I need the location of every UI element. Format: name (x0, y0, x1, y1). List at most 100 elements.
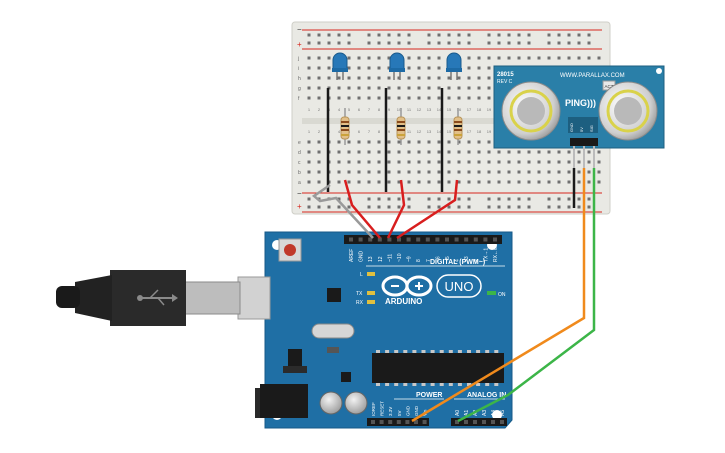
digital-pin-socket[interactable] (435, 237, 440, 242)
breadboard-hole[interactable] (447, 170, 451, 174)
breadboard-hole[interactable] (587, 56, 591, 60)
breadboard-hole[interactable] (477, 180, 481, 184)
breadboard-hole[interactable] (397, 160, 401, 164)
breadboard-hole[interactable] (557, 160, 561, 164)
rail-hole[interactable] (467, 41, 471, 45)
digital-pin-socket[interactable] (377, 237, 382, 242)
breadboard-hole[interactable] (587, 170, 591, 174)
rail-hole[interactable] (517, 41, 521, 45)
breadboard-hole[interactable] (487, 180, 491, 184)
breadboard-hole[interactable] (357, 76, 361, 80)
analog-pin-socket[interactable] (482, 420, 486, 424)
rail-hole[interactable] (447, 33, 451, 37)
usb-port[interactable] (237, 276, 271, 320)
rail-hole[interactable] (377, 197, 381, 201)
breadboard-hole[interactable] (427, 180, 431, 184)
rail-hole[interactable] (567, 41, 571, 45)
rail-hole[interactable] (547, 41, 551, 45)
rail-hole[interactable] (407, 41, 411, 45)
rail-hole[interactable] (367, 41, 371, 45)
rail-hole[interactable] (587, 41, 591, 45)
breadboard-hole[interactable] (447, 96, 451, 100)
rail-hole[interactable] (347, 205, 351, 209)
breadboard-hole[interactable] (347, 56, 351, 60)
breadboard-hole[interactable] (517, 180, 521, 184)
breadboard-hole[interactable] (397, 76, 401, 80)
breadboard-hole[interactable] (337, 140, 341, 144)
rail-hole[interactable] (487, 205, 491, 209)
rail-hole[interactable] (307, 41, 311, 45)
rail-hole[interactable] (527, 33, 531, 37)
rail-hole[interactable] (497, 197, 501, 201)
breadboard-hole[interactable] (357, 56, 361, 60)
breadboard-hole[interactable] (367, 160, 371, 164)
breadboard-hole[interactable] (347, 96, 351, 100)
power-pin-socket[interactable] (396, 420, 401, 424)
rail-hole[interactable] (337, 33, 341, 37)
breadboard-hole[interactable] (337, 86, 341, 90)
power-pin-socket[interactable] (379, 420, 384, 424)
breadboard-hole[interactable] (387, 180, 391, 184)
breadboard-hole[interactable] (327, 76, 331, 80)
digital-pin-socket[interactable] (493, 237, 497, 242)
rail-hole[interactable] (447, 205, 451, 209)
breadboard-hole[interactable] (397, 150, 401, 154)
analog-pin-socket[interactable] (500, 420, 504, 424)
power-jack[interactable] (260, 384, 308, 418)
breadboard-hole[interactable] (367, 170, 371, 174)
breadboard-hole[interactable] (437, 150, 441, 154)
breadboard-hole[interactable] (357, 140, 361, 144)
breadboard-hole[interactable] (527, 150, 531, 154)
breadboard-hole[interactable] (347, 86, 351, 90)
rail-hole[interactable] (407, 205, 411, 209)
rail-hole[interactable] (557, 33, 561, 37)
breadboard-hole[interactable] (377, 150, 381, 154)
rail-hole[interactable] (467, 197, 471, 201)
breadboard-hole[interactable] (577, 150, 581, 154)
digital-pin-socket[interactable] (473, 237, 478, 242)
breadboard-hole[interactable] (507, 56, 511, 60)
breadboard-hole[interactable] (477, 96, 481, 100)
breadboard-hole[interactable] (447, 150, 451, 154)
breadboard-hole[interactable] (467, 150, 471, 154)
rail-hole[interactable] (487, 197, 491, 201)
breadboard-hole[interactable] (547, 160, 551, 164)
rail-hole[interactable] (547, 205, 551, 209)
breadboard-hole[interactable] (317, 96, 321, 100)
breadboard-hole[interactable] (587, 150, 591, 154)
breadboard-hole[interactable] (467, 56, 471, 60)
breadboard-hole[interactable] (517, 160, 521, 164)
breadboard-hole[interactable] (447, 140, 451, 144)
breadboard-hole[interactable] (567, 170, 571, 174)
rail-hole[interactable] (447, 197, 451, 201)
rail-hole[interactable] (377, 41, 381, 45)
breadboard-hole[interactable] (407, 160, 411, 164)
breadboard-hole[interactable] (407, 170, 411, 174)
breadboard-hole[interactable] (487, 66, 491, 70)
breadboard-hole[interactable] (437, 140, 441, 144)
rail-hole[interactable] (317, 41, 321, 45)
breadboard-hole[interactable] (367, 180, 371, 184)
rail-hole[interactable] (517, 197, 521, 201)
rail-hole[interactable] (387, 197, 391, 201)
breadboard-hole[interactable] (307, 56, 311, 60)
rail-hole[interactable] (577, 197, 581, 201)
breadboard-hole[interactable] (557, 170, 561, 174)
digital-pin-socket[interactable] (387, 237, 392, 242)
breadboard-hole[interactable] (377, 76, 381, 80)
breadboard-hole[interactable] (407, 150, 411, 154)
breadboard-hole[interactable] (437, 170, 441, 174)
rail-hole[interactable] (437, 33, 441, 37)
breadboard-hole[interactable] (327, 66, 331, 70)
breadboard-hole[interactable] (457, 76, 461, 80)
analog-pin-socket[interactable] (491, 420, 495, 424)
rail-hole[interactable] (447, 41, 451, 45)
breadboard-hole[interactable] (417, 66, 421, 70)
rail-hole[interactable] (567, 205, 571, 209)
breadboard-hole[interactable] (337, 160, 341, 164)
breadboard-hole[interactable] (577, 56, 581, 60)
breadboard-hole[interactable] (417, 86, 421, 90)
breadboard-hole[interactable] (477, 150, 481, 154)
rail-hole[interactable] (437, 197, 441, 201)
rail-hole[interactable] (317, 205, 321, 209)
